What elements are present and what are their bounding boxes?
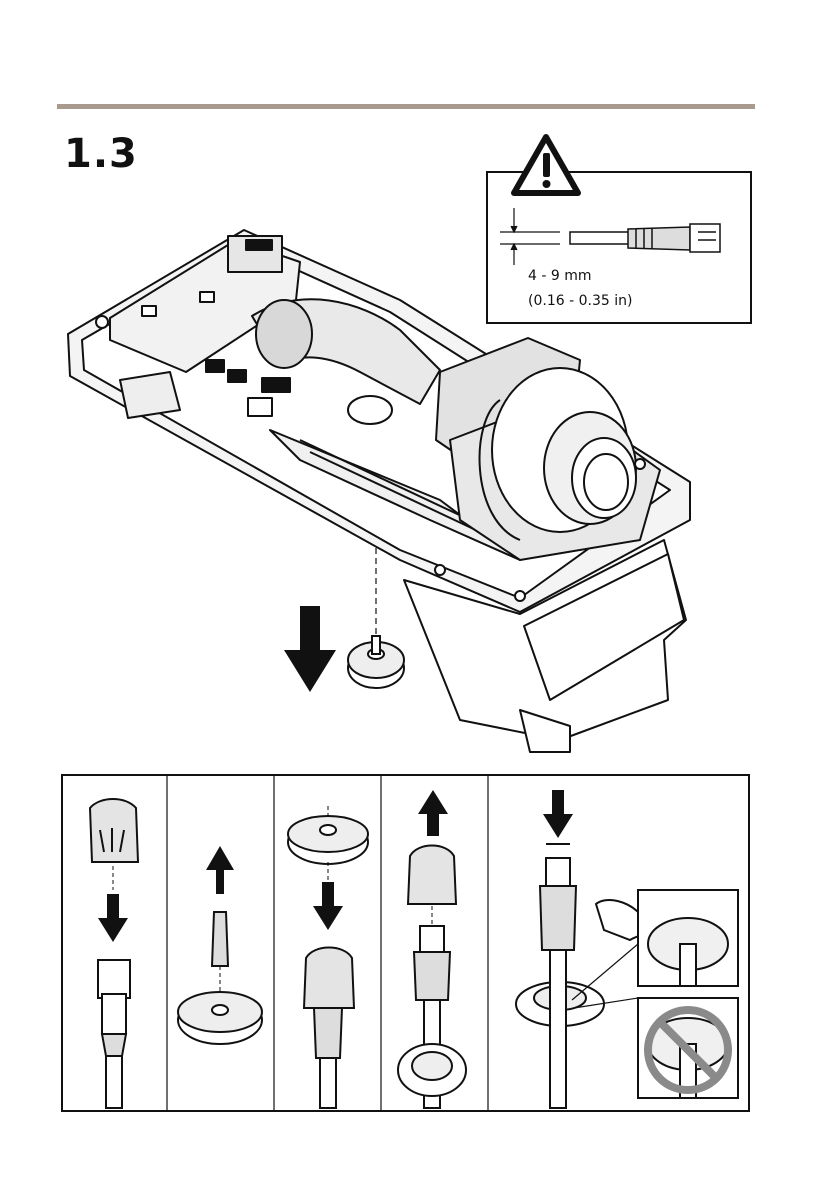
step-3-gasket-on-boot [288,806,368,1108]
step-2-remove-plug [178,846,262,1044]
step-4-boot-up-cable [398,790,466,1108]
step-1-attach-boot [90,799,138,1108]
step-5-insert-through-gasket [516,790,738,1108]
